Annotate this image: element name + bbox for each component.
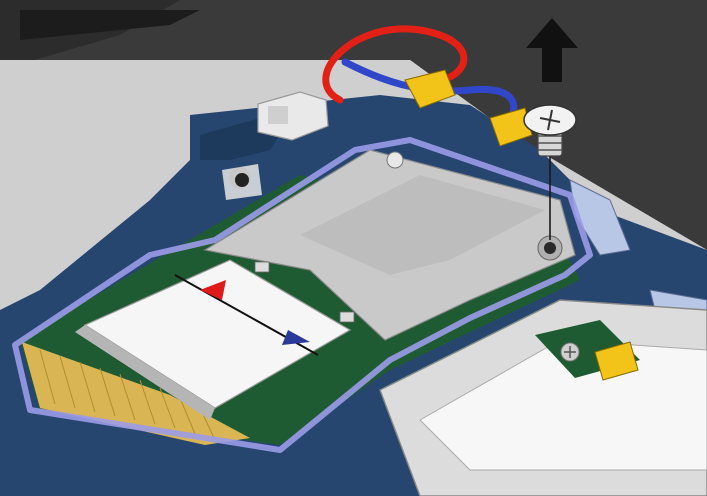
cable-blue xyxy=(341,58,518,129)
shield-screw-hole-right-inner xyxy=(544,242,556,254)
white-connector-pin xyxy=(268,106,288,124)
antenna-connector-1 xyxy=(404,69,456,109)
gold-contact-lines xyxy=(39,349,216,441)
gold-contacts xyxy=(22,342,250,445)
label-triangle-red xyxy=(200,280,226,300)
pcb-component-1 xyxy=(254,261,270,273)
second-card-screw-slot xyxy=(564,346,576,358)
label-triangle-blue xyxy=(282,330,310,345)
chassis-dark-top xyxy=(0,0,707,250)
second-card-label xyxy=(419,339,707,471)
arrow-up-icon xyxy=(526,18,578,82)
card-label-edge xyxy=(75,325,215,420)
cable-red xyxy=(322,25,468,104)
shield-screw-hole-top xyxy=(386,151,404,169)
screw-icon xyxy=(523,104,577,157)
antenna-connector-2 xyxy=(489,107,533,147)
standoff-hole xyxy=(235,173,249,187)
pcb-component-2 xyxy=(339,311,355,323)
chassis-slot xyxy=(20,10,200,40)
metal-shield-raised xyxy=(300,175,545,275)
white-connector xyxy=(257,91,329,141)
card-highlight-outline xyxy=(12,137,593,453)
second-card-connector xyxy=(594,341,639,381)
